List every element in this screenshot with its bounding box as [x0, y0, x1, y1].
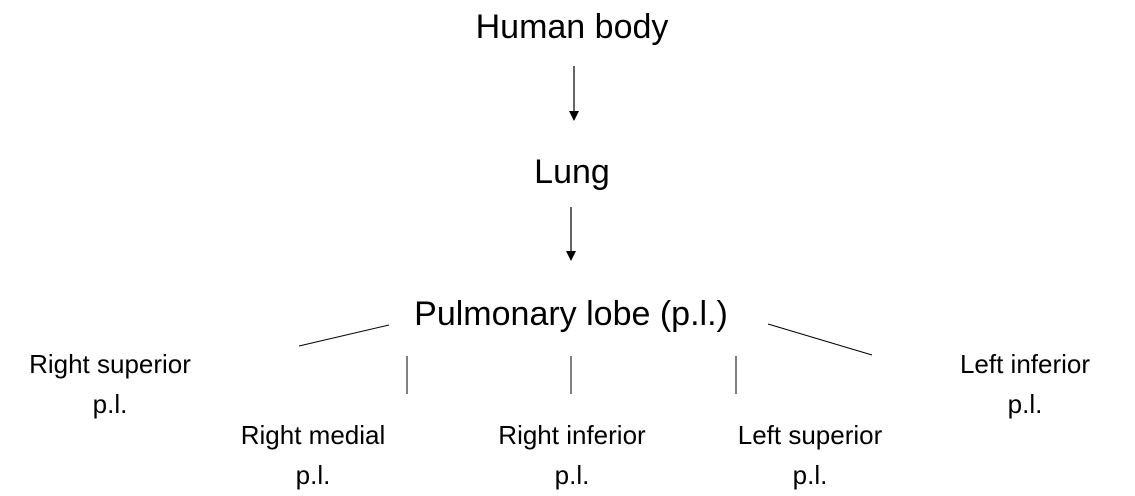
lobe-abbrev: p.l.: [295, 460, 331, 490]
lobe-abbrev: p.l.: [92, 389, 128, 419]
lobe-name: Left inferior: [959, 349, 1091, 379]
node-right-medial: Right medial p.l.: [215, 415, 411, 495]
lobe-abbrev: p.l.: [1007, 389, 1043, 419]
lobe-abbrev: p.l.: [554, 460, 590, 490]
lobe-abbrev: p.l.: [792, 460, 828, 490]
arrowhead-icon: [566, 251, 576, 261]
arrowhead-icon: [569, 111, 579, 121]
node-right-inferior: Right inferior p.l.: [472, 415, 672, 495]
edge-right-superior: [298, 324, 390, 347]
lobe-name: Left superior: [737, 420, 883, 450]
edge-left-inferior: [767, 323, 873, 356]
lobe-name: Right inferior: [498, 420, 646, 450]
node-human-body: Human body: [475, 8, 669, 46]
node-lung: Lung: [534, 153, 610, 191]
node-left-inferior: Left inferior p.l.: [930, 344, 1120, 424]
node-pulmonary-lobe: Pulmonary lobe (p.l.): [414, 295, 728, 333]
lobe-name: Right superior: [29, 349, 191, 379]
node-right-superior: Right superior p.l.: [5, 344, 215, 424]
node-left-superior: Left superior p.l.: [712, 415, 908, 495]
lobe-name: Right medial: [240, 420, 386, 450]
